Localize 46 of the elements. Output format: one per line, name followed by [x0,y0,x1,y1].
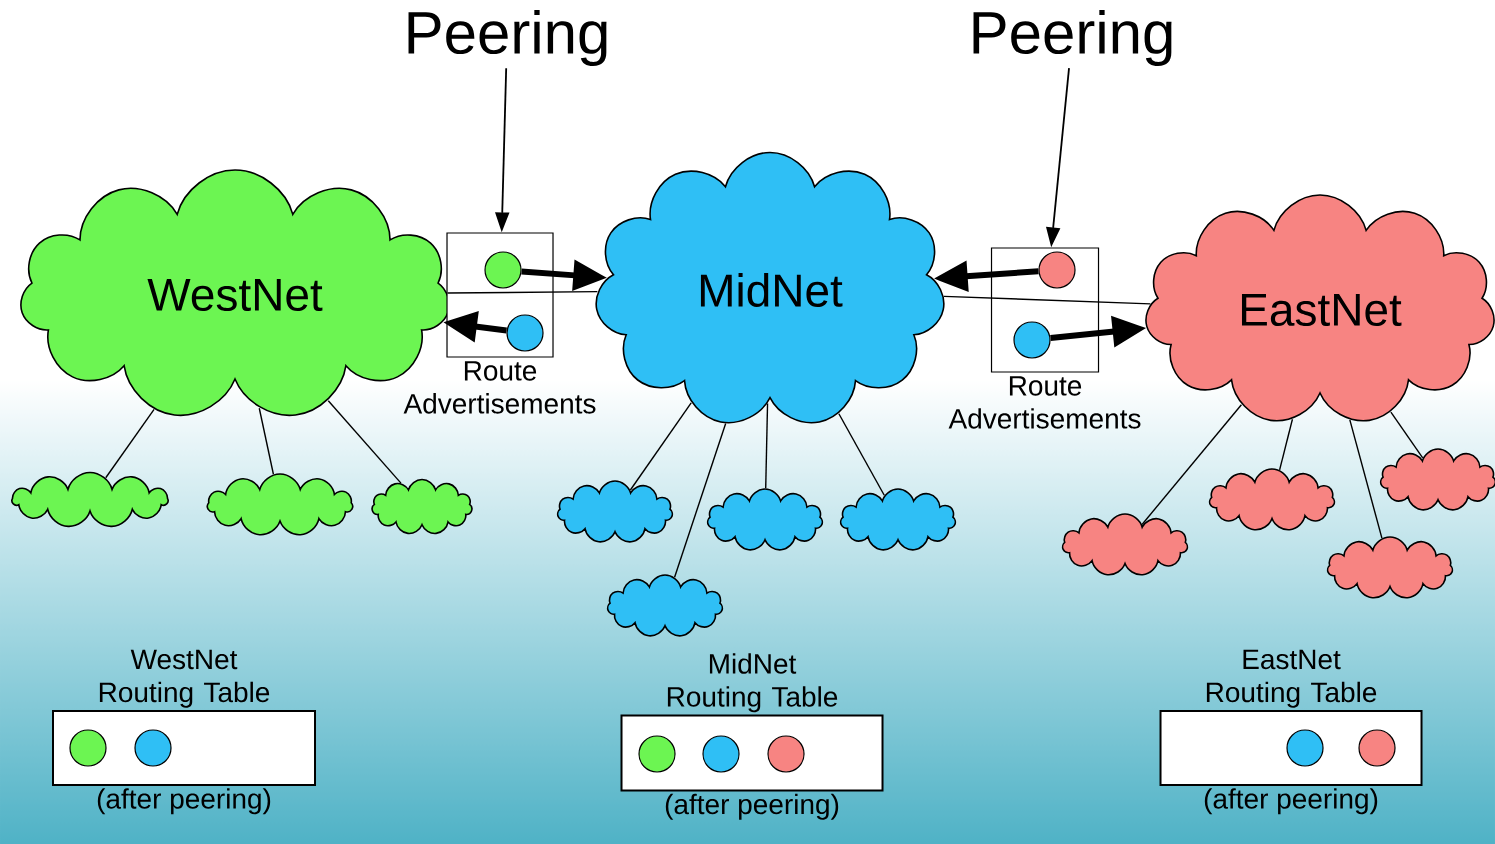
network-cloud [839,488,957,551]
route-dot [506,314,544,352]
route-dot [134,729,172,767]
route-dot [1358,729,1396,767]
network-cloud [371,478,473,535]
link-line [1141,404,1243,526]
route-dot [702,735,740,773]
network-cloud [1208,468,1336,531]
peering-label: Peering [973,10,1172,66]
table-heading: WestNet Routing Table [99,649,270,708]
link-line [446,290,599,294]
network-cloud [1061,513,1189,576]
route-dot [1038,251,1076,289]
network-cloud [1379,448,1495,511]
link-line [1349,419,1383,539]
link-line [629,402,692,491]
network-cloud [11,471,169,528]
link-line [673,422,727,578]
node-label: Route Advertisements [948,376,1141,429]
network-cloud [1326,536,1454,599]
node-label: (after peering) [665,793,839,820]
route-dot [1013,321,1051,359]
network-cloud [206,473,354,536]
network-cloud: MidNet [595,151,945,424]
peering-label: Peering [408,10,607,66]
route-dot [638,735,676,773]
route-dot [484,251,522,289]
network-cloud [606,574,724,637]
route-dot [69,729,107,767]
link-line [1278,418,1294,471]
route-dot [767,735,805,773]
table-heading: MidNet Routing Table [667,653,838,713]
link-line [943,295,1152,305]
node-label: (after peering) [1204,788,1378,815]
network-cloud [556,480,674,543]
link-line [838,413,885,496]
network-cloud [706,488,824,551]
link-line [765,402,769,489]
route-dot [1286,729,1324,767]
link-line [258,407,275,475]
link-line [327,400,402,484]
node-label: (after peering) [97,788,271,815]
table-heading: EastNet Routing Table [1206,649,1377,708]
link-line [1390,411,1424,459]
network-cloud: EastNet [1145,194,1495,422]
link-line [105,408,155,479]
